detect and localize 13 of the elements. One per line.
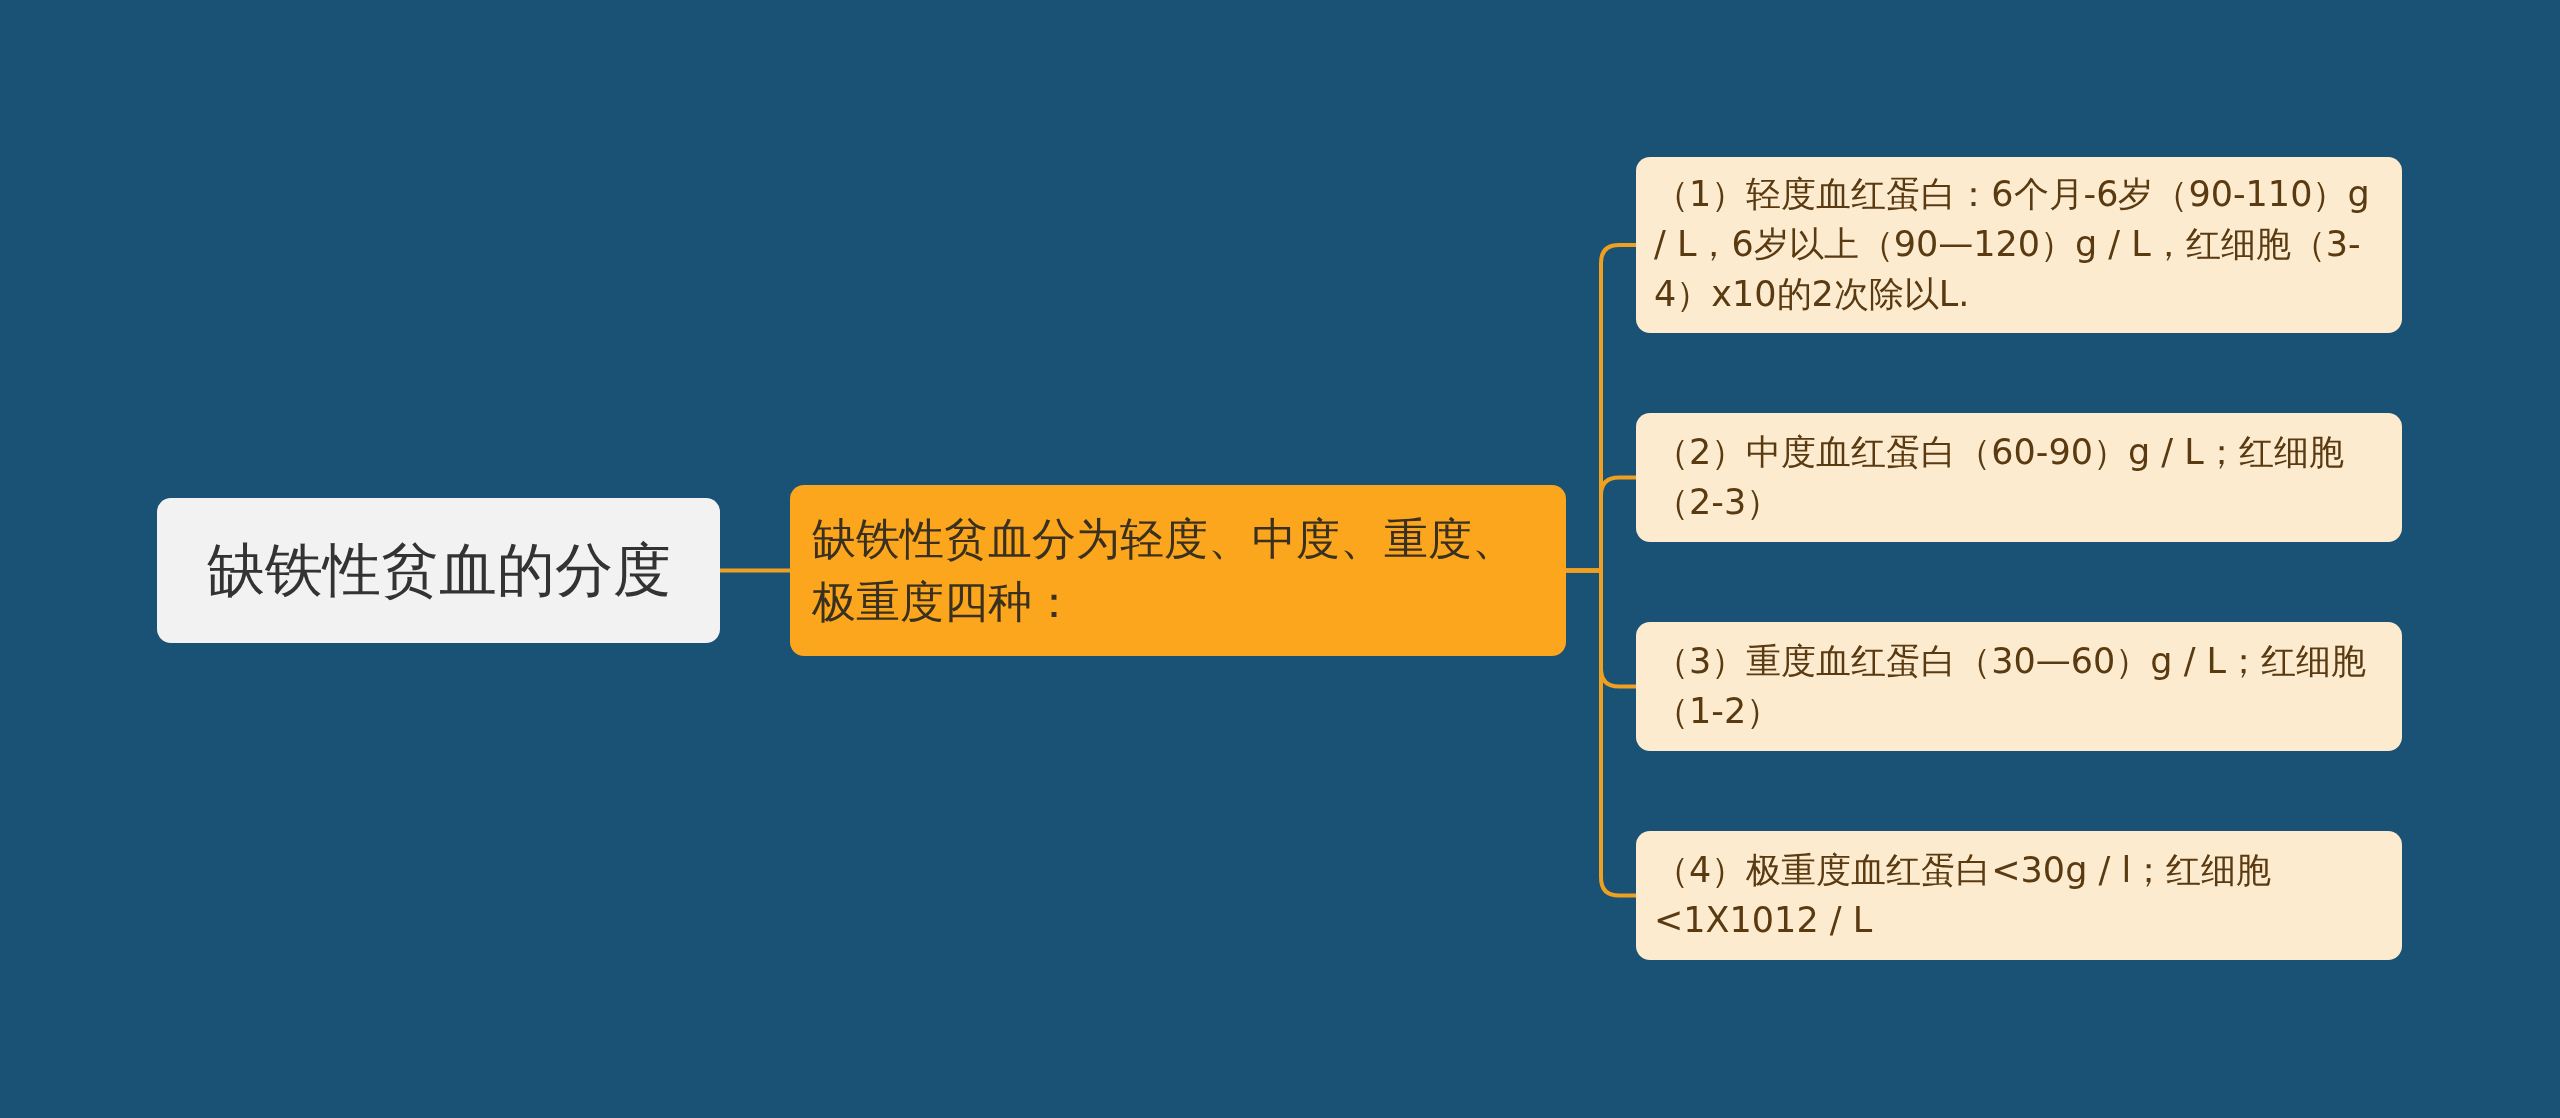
detail-box (1636, 413, 2402, 542)
detail-text: （2）中度血红蛋白（60-90）g / L；红细胞（2-3） (1654, 430, 2345, 524)
root-box (157, 498, 720, 643)
topic-text: 缺铁性贫血分为轻度、中度、重度、极重度四种： (812, 512, 1517, 629)
root-text: 缺铁性贫血的分度 (206, 535, 671, 607)
detail-text: （1）轻度血红蛋白：6个月-6岁（90-110）g / L，6岁以上（90—120）g / L，红细胞（3-4）x10的2次除以L. (1654, 173, 2371, 316)
topic-box (790, 485, 1566, 656)
detail-box (1636, 831, 2402, 960)
detail-text: （3）重度血红蛋白（30—60）g / L；红细胞（1-2） (1654, 639, 2368, 733)
detail-text: （4）极重度血红蛋白<30g / l；红细胞<1X1012 / L (1654, 848, 2273, 942)
connector-line (720, 568, 790, 573)
detail-box (1636, 622, 2402, 751)
detail-box (1636, 157, 2402, 333)
